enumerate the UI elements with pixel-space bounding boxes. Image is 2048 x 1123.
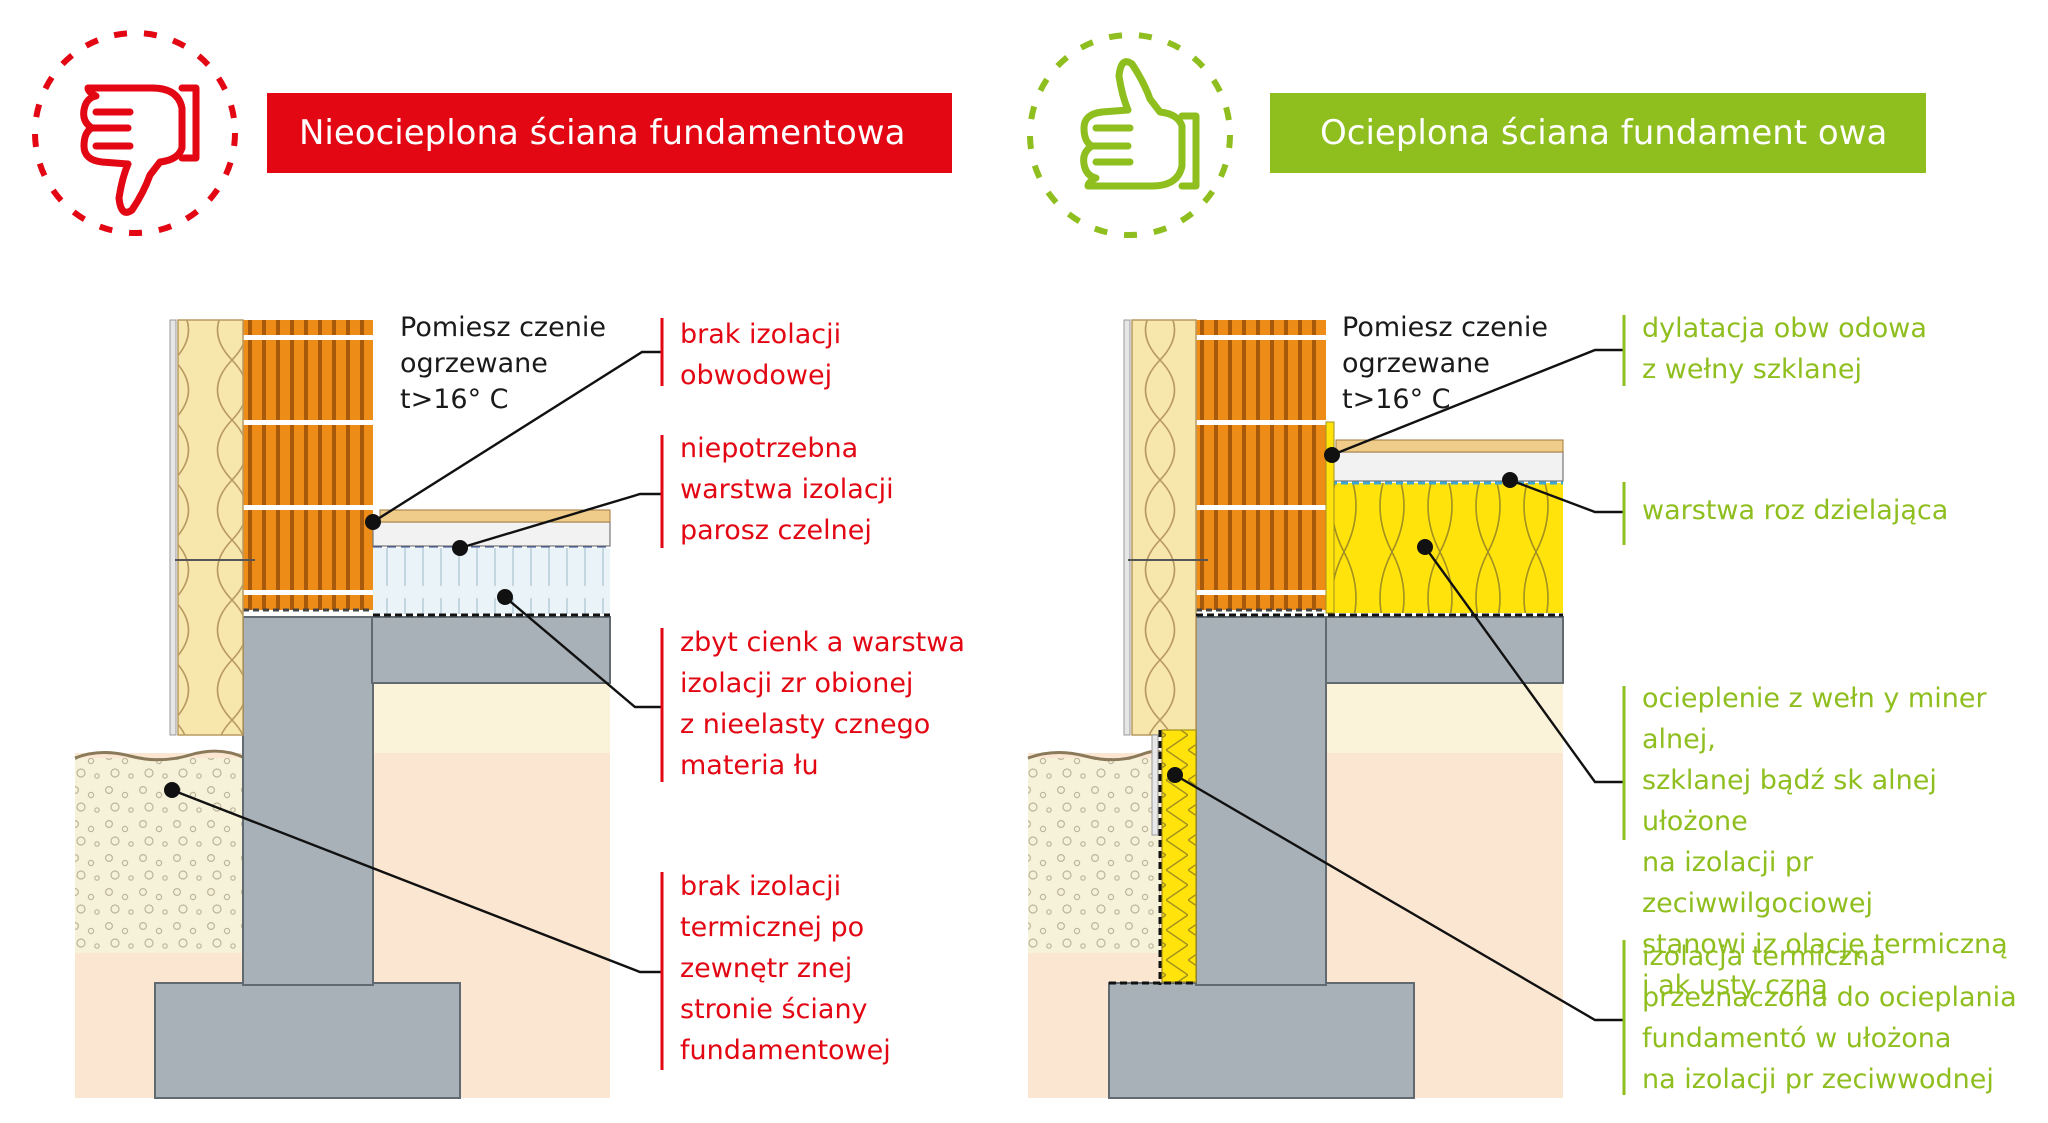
right-slab [1325,616,1564,684]
right-diagram [1027,315,1626,1099]
left-title-banner: Nieocieplona ściana fundamentowa [267,93,952,173]
thumbs-down-icon [32,30,238,236]
left-foundation-wall [242,616,374,986]
right-label-4: izolacja termiczna przeznaczona do ociep… [1642,941,2017,1095]
right-footing [1108,982,1415,1099]
right-gravel [1028,758,1160,953]
right-screed [1329,451,1564,482]
right-flooring [1335,439,1564,453]
right-label-3: ocieplenie z wełn y miner alnej, szklane… [1642,683,2008,1001]
left-facade-insulation [177,319,244,736]
right-title: Ocieplona ściana fundament owa [1320,113,1888,153]
left-diagram [74,318,664,1099]
left-gravel [75,758,245,953]
right-title-banner: Ocieplona ściana fundament owa [1270,93,1926,173]
right-wool-layer [1330,483,1563,613]
left-screed [372,521,611,547]
left-flooring [379,509,611,523]
right-edge-strip [1325,421,1335,614]
left-sand [372,683,610,753]
left-title: Nieocieplona ściana fundamentowa [299,113,906,153]
left-slab [371,616,611,684]
right-label-1: dylatacja obw odowa z wełny szklanej [1642,313,1927,385]
right-room-label: Pomiesz czenie ogrzewane t>16° C [1342,312,1548,415]
left-label-4: brak izolacji termicznej po zewnętr znej… [680,871,891,1066]
left-brick-wall [243,320,373,610]
right-brick-wall [1196,320,1326,610]
right-foundation-insulation [1161,729,1197,983]
left-room-label: Pomiesz czenie ogrzewane t>16° C [400,312,606,415]
left-footing [154,982,461,1099]
left-xps-layer [373,548,610,614]
right-label-2: warstwa roz dzielająca [1642,495,1949,526]
left-label-3: zbyt cienk a warstwa izolacji zr obionej… [680,627,965,781]
left-label-1: brak izolacji obwodowej [680,319,842,391]
right-sand [1326,683,1563,753]
right-foundation-wall [1195,616,1327,986]
left-label-2: niepotrzebna warstwa izolacji parosz cze… [680,433,894,546]
right-facade-insulation [1131,319,1197,736]
thumbs-up-icon [1027,32,1233,238]
